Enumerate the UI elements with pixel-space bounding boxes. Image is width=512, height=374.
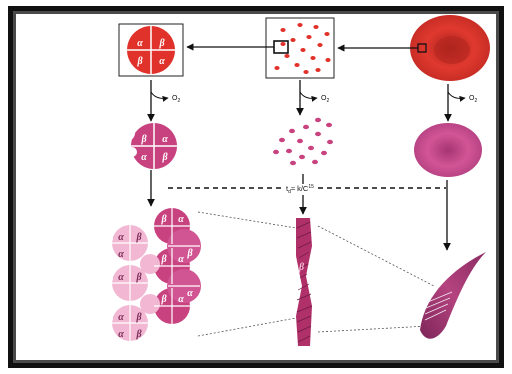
hbs-polymer-cluster: α β α α β α β α β β α β α β α β α [99, 208, 201, 341]
alpha-label: α [178, 294, 184, 305]
alpha-label: α [187, 288, 193, 299]
o2-release-arrow: O2 [151, 80, 180, 121]
beta-label: β [160, 214, 167, 225]
beta-label: β [186, 248, 193, 259]
hemoglobin-solution-box [266, 18, 334, 78]
alpha-label: α [137, 38, 143, 49]
alpha-label: α [178, 254, 184, 265]
alpha-label: α [118, 329, 124, 340]
beta-label: β [135, 329, 142, 340]
alpha-label: α [118, 249, 124, 260]
svg-text:O2: O2 [321, 95, 329, 104]
o2-release-arrow: O2 [300, 80, 329, 115]
alpha-label: α [118, 272, 124, 283]
hemoglobin-tetramer-box: α β β α [119, 24, 183, 76]
beta-label: β [160, 254, 167, 265]
beta-label: β [135, 312, 142, 323]
alpha-label: α [141, 152, 147, 163]
deoxygenated-red-blood-cell [414, 123, 482, 177]
red-blood-cell [410, 15, 490, 81]
sickle-cell [420, 252, 486, 339]
beta-label: β [135, 232, 142, 243]
o2-release-arrow: O2 [448, 84, 477, 121]
alpha-label: α [159, 56, 165, 67]
beta-label: β [135, 272, 142, 283]
beta-label: β [160, 294, 167, 305]
svg-text:O2: O2 [469, 95, 477, 104]
alpha-label: α [118, 312, 124, 323]
alpha-label: α [178, 214, 184, 225]
beta-label: β [158, 38, 165, 49]
alpha-label: α [118, 232, 124, 243]
delay-time-equation: td≈ k/C15 [286, 184, 314, 195]
hbs-polymer-fiber: β [296, 218, 312, 346]
beta-label: β [161, 152, 168, 163]
zoom-lines [198, 212, 434, 336]
deoxy-hbs-tetramer: β α α β [119, 123, 177, 169]
beta-label: β [136, 56, 143, 67]
alpha-label: α [162, 134, 168, 145]
beta-label: β [298, 262, 305, 273]
svg-text:O2: O2 [172, 95, 180, 104]
deoxy-hbs-molecules [273, 118, 333, 165]
beta-label: β [140, 134, 147, 145]
